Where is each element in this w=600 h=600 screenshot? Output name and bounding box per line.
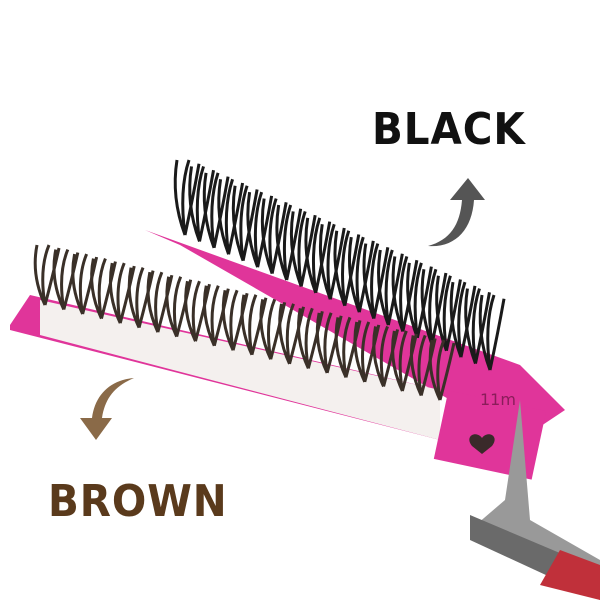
lash-fan bbox=[240, 294, 268, 356]
lash-fan bbox=[289, 210, 317, 287]
lash-fan bbox=[377, 249, 404, 326]
brown-lash-fans bbox=[33, 244, 456, 401]
lash-fan bbox=[188, 165, 216, 242]
lash-fan bbox=[449, 281, 477, 358]
lash-fan bbox=[146, 271, 174, 333]
tape-length-text: 11m bbox=[480, 390, 516, 409]
lash-fan bbox=[33, 244, 61, 306]
lash-fan bbox=[231, 185, 259, 262]
lash-fan bbox=[406, 262, 433, 339]
lash-fan bbox=[391, 330, 418, 392]
lash-fan bbox=[202, 172, 230, 249]
lash-fan bbox=[362, 243, 390, 320]
black-lash-fans bbox=[173, 159, 506, 371]
lash-fan bbox=[372, 325, 400, 388]
lash-fan bbox=[391, 255, 419, 332]
lash-fan bbox=[127, 267, 155, 329]
lash-fan bbox=[334, 316, 362, 379]
lash-fan bbox=[315, 312, 343, 374]
lash-fan bbox=[246, 191, 274, 268]
lash-fan bbox=[428, 339, 456, 401]
lash-fan bbox=[184, 280, 211, 342]
lash-fan bbox=[297, 307, 324, 369]
lash-fan bbox=[278, 303, 305, 365]
lash-fan bbox=[275, 204, 303, 281]
lash-fan bbox=[478, 294, 506, 371]
curved-arrow-down-icon bbox=[80, 378, 134, 440]
lash-fan bbox=[108, 262, 136, 324]
black-label: BLACK bbox=[372, 104, 526, 155]
brown-label: BROWN bbox=[48, 476, 228, 527]
lash-fan bbox=[203, 285, 230, 347]
lash-fan bbox=[304, 217, 332, 294]
lash-fan bbox=[260, 198, 288, 275]
lash-fan bbox=[464, 288, 491, 365]
lash-fan bbox=[259, 298, 287, 360]
lash-fan bbox=[71, 253, 99, 315]
brown-strip-base bbox=[40, 300, 440, 440]
curved-arrow-up-icon bbox=[428, 178, 485, 247]
lash-fan bbox=[318, 223, 346, 300]
lash-fan bbox=[333, 230, 361, 307]
lash-fan bbox=[165, 276, 193, 338]
lash-fan bbox=[217, 178, 245, 255]
lash-fan bbox=[420, 268, 448, 345]
lash-fan bbox=[353, 321, 381, 383]
lash-fan bbox=[348, 236, 375, 313]
tweezers bbox=[470, 400, 600, 600]
heart-icon bbox=[469, 434, 495, 454]
lash-fan bbox=[90, 257, 117, 320]
lash-fan bbox=[52, 248, 80, 311]
lash-fan bbox=[173, 159, 201, 236]
lash-fan bbox=[221, 289, 249, 351]
lash-fan bbox=[409, 334, 437, 397]
